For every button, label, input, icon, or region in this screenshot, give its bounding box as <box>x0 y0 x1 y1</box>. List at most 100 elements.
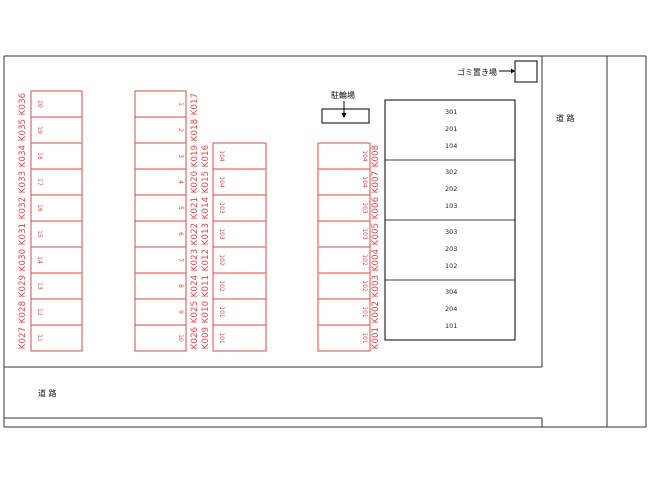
unit-number: 303 <box>445 228 457 236</box>
parking-space-number: 2 <box>177 128 184 132</box>
parking-space-code: K009 <box>201 327 211 350</box>
unit-number: 101 <box>445 322 457 330</box>
parking-column-col-mid: 1 K017 2 K018 3 K019 4 K020 5 K021 6 K022 7 K023 8 K024… <box>134 90 200 352</box>
parking-space-number: 103 <box>218 202 225 214</box>
unit-number: 201 <box>445 125 457 133</box>
parking-space-number: 104 <box>218 150 225 162</box>
parking-space <box>212 324 267 352</box>
parking-space-code: K008 <box>371 145 381 168</box>
parking-space-code: K028 <box>18 301 28 324</box>
parking-space-code: K016 <box>201 145 211 168</box>
parking-space-code: K010 <box>201 301 211 324</box>
parking-space-number: 3 <box>177 154 184 158</box>
parking-space-number: 104 <box>361 150 368 162</box>
parking-space-code: K012 <box>201 249 211 272</box>
unit-number: 104 <box>445 142 457 150</box>
unit-number: 304 <box>445 288 457 296</box>
parking-column-col-mid2: 104K016104K015103K014103K013102K012102K0… <box>201 142 267 352</box>
parking-space-number: 104 <box>361 176 368 188</box>
site-outline <box>3 55 647 428</box>
parking-space-code: K036 <box>18 93 28 116</box>
parking-space-number: 13 <box>36 282 43 290</box>
parking-space-code: K011 <box>201 275 211 298</box>
parking-space-code: K019 <box>190 145 200 168</box>
unit-number: 301 <box>445 108 457 116</box>
parking-space-code: K032 <box>18 197 28 220</box>
unit-number: 203 <box>445 245 457 253</box>
parking-space <box>30 324 83 352</box>
parking-space-number: 103 <box>218 228 225 240</box>
parking-space-number: 15 <box>36 230 43 238</box>
parking-space-number: 5 <box>177 206 184 210</box>
parking-space-code: K029 <box>18 275 28 298</box>
parking-space-code: K006 <box>371 197 381 220</box>
parking-space-code: K020 <box>190 171 200 194</box>
parking-space-number: 4 <box>177 180 184 184</box>
arrow-head-icon <box>341 113 347 118</box>
parking-space <box>317 324 371 352</box>
parking-space-number: 14 <box>36 256 43 264</box>
parking-space-number: 1 <box>177 102 184 106</box>
unit-number: 102 <box>445 262 457 270</box>
parking-space-number: 12 <box>36 308 43 316</box>
parking-space-number: 10 <box>177 334 184 342</box>
parking-space-number: 17 <box>36 178 43 186</box>
parking-space <box>134 324 187 352</box>
parking-space-number: 101 <box>218 332 225 344</box>
parking-space-number: 19 <box>36 126 43 134</box>
parking-space-number: 103 <box>361 228 368 240</box>
parking-space-code: K018 <box>190 119 200 142</box>
parking-space-number: 9 <box>177 310 184 314</box>
parking-space-code: K027 <box>18 327 28 350</box>
parking-space-number: 20 <box>36 100 43 108</box>
bicycle-parking: 駐輪場 <box>321 90 370 124</box>
parking-lots: 20K03619K03518K03417K03316K03215K03114K0… <box>18 90 381 352</box>
parking-space-number: 102 <box>361 254 368 266</box>
parking-space-code: K021 <box>190 197 200 220</box>
parking-space-code: K030 <box>18 249 28 272</box>
parking-space-code: K014 <box>201 197 211 220</box>
parking-space-code: K007 <box>371 171 381 194</box>
parking-space-code: K024 <box>190 275 200 298</box>
parking-space-number: 6 <box>177 232 184 236</box>
parking-space-number: 101 <box>361 306 368 318</box>
garbage-area-label: ゴミ置き場 <box>457 67 497 77</box>
parking-space-number: 104 <box>218 176 225 188</box>
unit-number: 103 <box>445 202 457 210</box>
parking-space-number: 101 <box>218 306 225 318</box>
parking-space-code: K004 <box>371 249 381 272</box>
parking-space-number: 8 <box>177 284 184 288</box>
parking-space-number: 101 <box>361 332 368 344</box>
parking-space-code: K034 <box>18 145 28 168</box>
garbage-area: ゴミ置き場 <box>457 60 538 83</box>
parking-space-code: K003 <box>371 275 381 298</box>
parking-space-code: K025 <box>190 301 200 324</box>
parking-space-code: K033 <box>18 171 28 194</box>
parking-space-code: K022 <box>190 223 200 246</box>
unit-number: 302 <box>445 168 457 176</box>
parking-space-code: K002 <box>371 301 381 324</box>
road-label-right: 道 路 <box>556 113 575 123</box>
unit-number: 204 <box>445 305 457 313</box>
parking-space-code: K013 <box>201 223 211 246</box>
parking-space-code: K015 <box>201 171 211 194</box>
garbage-box <box>514 60 538 83</box>
parking-space-number: 102 <box>218 254 225 266</box>
arrow-head-icon <box>511 68 515 74</box>
parking-space-code: K035 <box>18 119 28 142</box>
parking-space-number: 11 <box>36 334 43 342</box>
parking-space-number: 7 <box>177 258 184 262</box>
road-label-bottom: 道 路 <box>38 388 57 398</box>
parking-space-number: 103 <box>361 202 368 214</box>
parking-space-code: K005 <box>371 223 381 246</box>
parking-space-number: 102 <box>218 280 225 292</box>
parking-space-code: K023 <box>190 249 200 272</box>
parking-space-number: 102 <box>361 280 368 292</box>
parking-space-code: K017 <box>190 93 200 116</box>
parking-space-number: 18 <box>36 152 43 160</box>
parking-space-code: K026 <box>190 327 200 350</box>
bicycle-parking-label: 駐輪場 <box>331 90 355 100</box>
